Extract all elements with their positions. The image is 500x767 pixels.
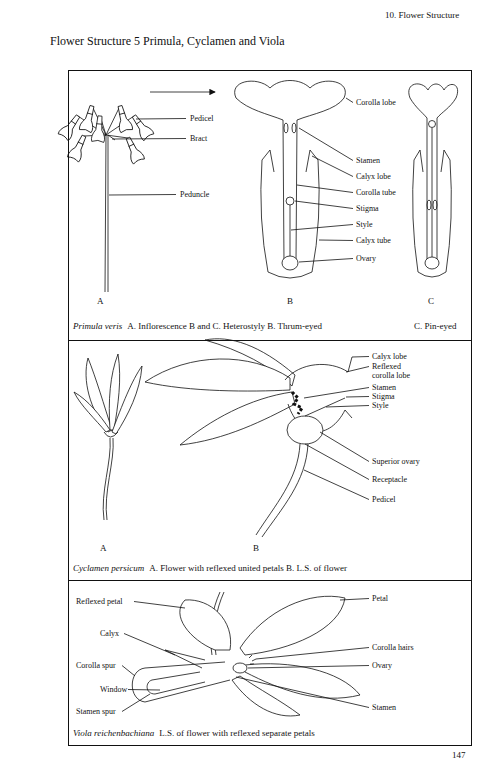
part-label: Corolla hairs <box>372 643 414 652</box>
part-label: Style <box>356 220 372 229</box>
cyclamen-section <box>145 339 369 537</box>
part-label: Pedicel <box>372 495 396 504</box>
part-label: Stamen <box>372 703 396 712</box>
part-label: B <box>287 296 293 307</box>
part-label: Reflexed petal <box>76 597 122 606</box>
page-title: Flower Structure 5 Primula, Cyclamen and… <box>50 34 285 48</box>
figure-caption: A. Inflorescence B and C. Heterostyly B.… <box>127 321 322 332</box>
part-label: Corolla spur <box>76 661 116 670</box>
primula-thrum-section <box>235 81 353 279</box>
part-label: Stigma <box>372 392 395 401</box>
part-label: Stamen <box>372 383 396 392</box>
arrow <box>150 92 215 93</box>
running-header: 10. Flower Structure <box>385 10 459 21</box>
figure-caption: A. Flower with reflexed united petals B.… <box>149 563 347 574</box>
part-label: Superior ovary <box>372 457 420 466</box>
page-number: 147 <box>452 750 466 761</box>
species-name: Primula veris <box>73 321 122 332</box>
figure-caption: C. Pin-eyed <box>414 321 457 332</box>
part-label: Peduncle <box>180 190 209 199</box>
species-name: Cyclamen persicum <box>73 563 144 574</box>
cyclamen-flower <box>74 354 142 520</box>
part-label: Style <box>372 401 388 410</box>
part-label: Corolla lobe <box>356 98 396 107</box>
viola-section <box>122 592 369 716</box>
part-label: Petal <box>372 594 388 603</box>
part-label: Calyx lobe <box>356 172 391 181</box>
primula-inflorescence <box>58 104 186 292</box>
part-label: Stigma <box>356 204 379 213</box>
part-label: Calyx lobe <box>372 352 407 361</box>
part-label: B <box>253 543 259 554</box>
part-label: Stamen spur <box>76 707 116 716</box>
figure-panel: Viola reichenbachiana L.S. of flower with… <box>68 580 472 746</box>
part-label: Calyx <box>100 629 119 638</box>
part-label: C <box>428 296 434 307</box>
figure-panel: Primula veris A. Inflorescence B and C. H… <box>68 70 472 341</box>
part-label: Stamen <box>356 156 380 165</box>
species-name: Viola reichenbachiana <box>73 728 154 739</box>
part-label: Calyx tube <box>356 236 391 245</box>
part-label: Corolla tube <box>356 188 396 197</box>
part-label: Ovary <box>356 254 376 263</box>
primula-pin-section <box>409 84 458 277</box>
part-label: Reflexed corolla lobe <box>372 362 420 380</box>
part-label: A <box>97 296 104 307</box>
part-label: Bract <box>190 134 207 143</box>
part-label: Receptacle <box>372 475 407 484</box>
part-label: A <box>100 543 107 554</box>
figure-caption: L.S. of flower with reflexed separate pe… <box>159 728 314 739</box>
part-label: Window <box>100 685 127 694</box>
part-label: Pedicel <box>190 114 214 123</box>
part-label: Ovary <box>372 661 392 670</box>
